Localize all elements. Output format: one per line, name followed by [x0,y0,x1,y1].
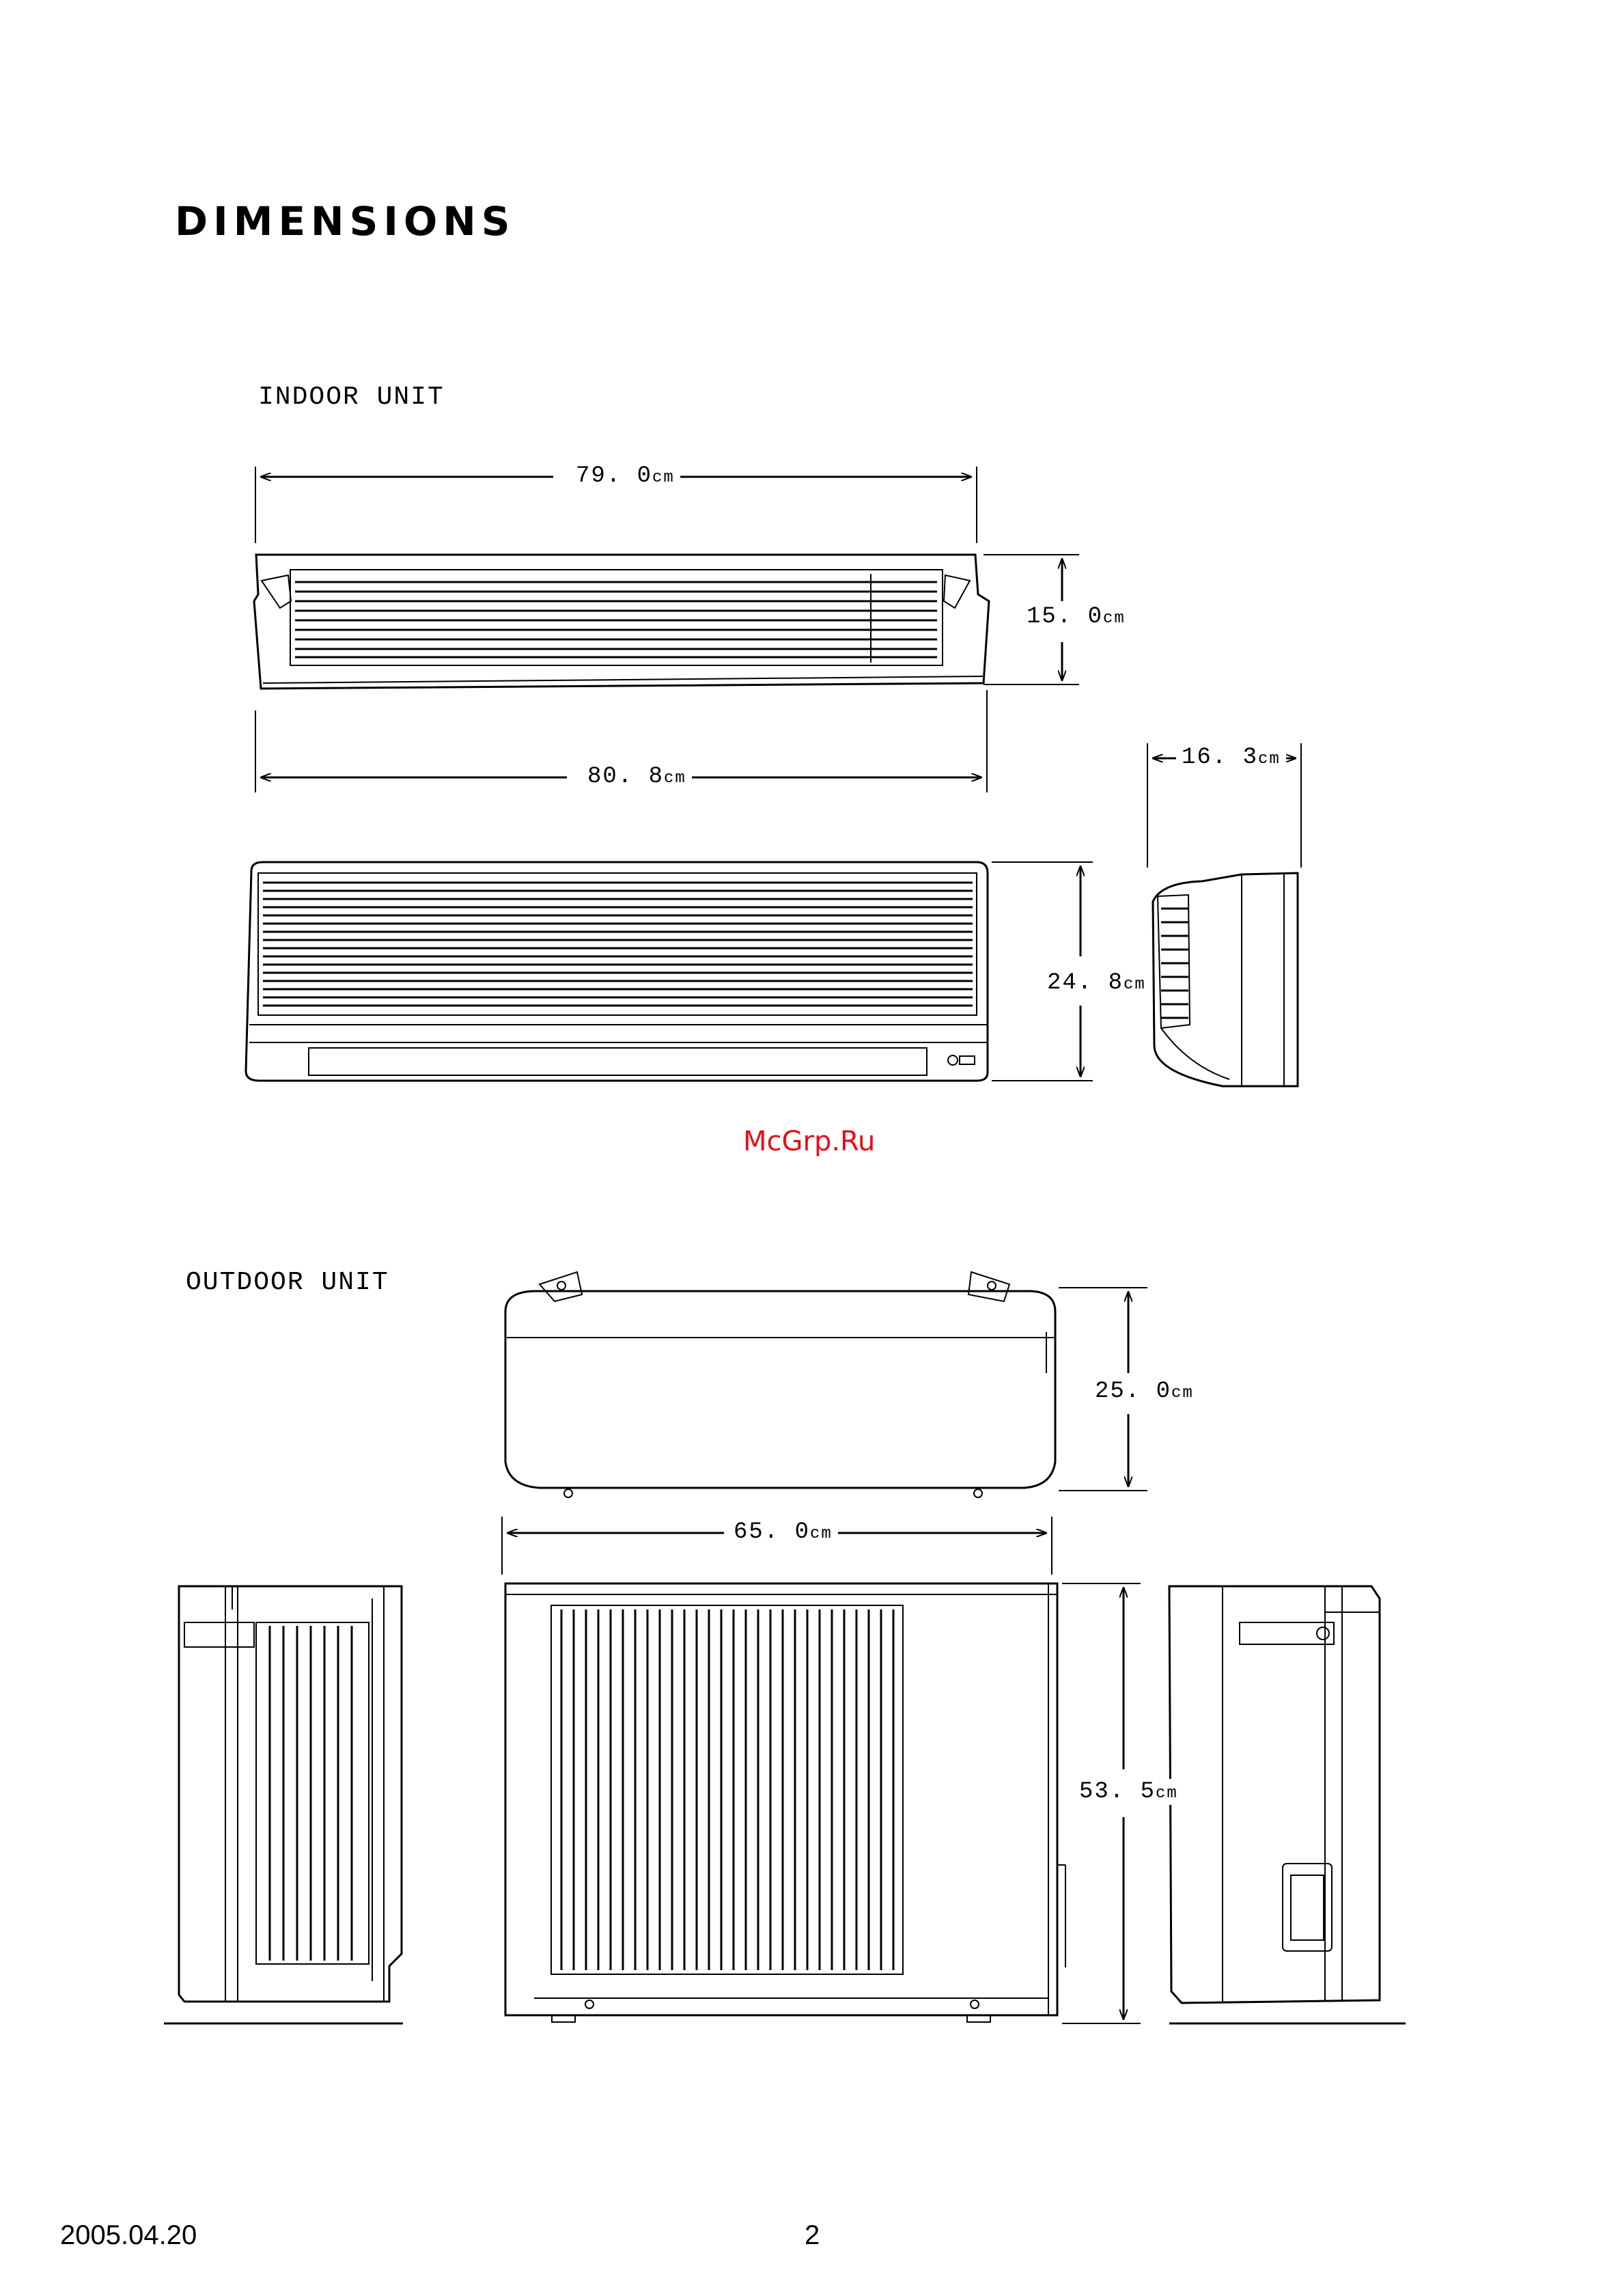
outdoor-front-view [505,1583,1065,2022]
watermark: McGrp.Ru [743,1126,875,1157]
indoor-front-view [246,862,988,1081]
dim-value: 65. 0 [734,1519,810,1545]
indoor-unit-label: INDOOR UNIT [258,383,445,412]
dim-value: 25. 0 [1095,1379,1171,1405]
outdoor-top-depth-dim: 25. 0cm [1089,1379,1199,1405]
outdoor-right-side-view [1169,1586,1406,2023]
dim-unit: cm [810,1525,833,1543]
outdoor-unit-label: OUTDOOR UNIT [186,1268,389,1297]
dim-unit: cm [1156,1784,1178,1803]
outdoor-left-side-view [164,1586,403,2023]
dim-value: 79. 0 [576,463,652,489]
page-number: 2 [805,2220,820,2251]
outdoor-height-dim: 53. 5cm [1074,1779,1184,1805]
dim-unit: cm [652,469,675,487]
dim-value: 80. 8 [587,764,664,790]
indoor-top-depth-dim: 15. 0cm [1021,604,1131,630]
dim-value: 16. 3 [1182,745,1258,771]
dim-unit: cm [1258,750,1281,769]
indoor-front-width-dim: 80. 8cm [582,764,692,790]
outdoor-width-dim: 65. 0cm [728,1519,838,1545]
dim-unit: cm [1124,976,1146,994]
indoor-height-dim: 24. 8cm [1042,970,1152,996]
footer-date: 2005.04.20 [60,2220,197,2251]
dim-unit: cm [1171,1384,1194,1402]
dim-value: 24. 8 [1047,970,1124,996]
indoor-top-view [254,555,989,689]
indoor-top-width-dim: 79. 0cm [570,463,680,489]
indoor-side-depth-dim: 16. 3cm [1176,745,1286,771]
indoor-side-view [1153,873,1298,1086]
dim-unit: cm [664,769,686,788]
outdoor-top-view [505,1272,1055,1497]
dim-value: 53. 5 [1079,1779,1156,1805]
dim-unit: cm [1103,609,1126,628]
dim-value: 15. 0 [1027,604,1103,630]
